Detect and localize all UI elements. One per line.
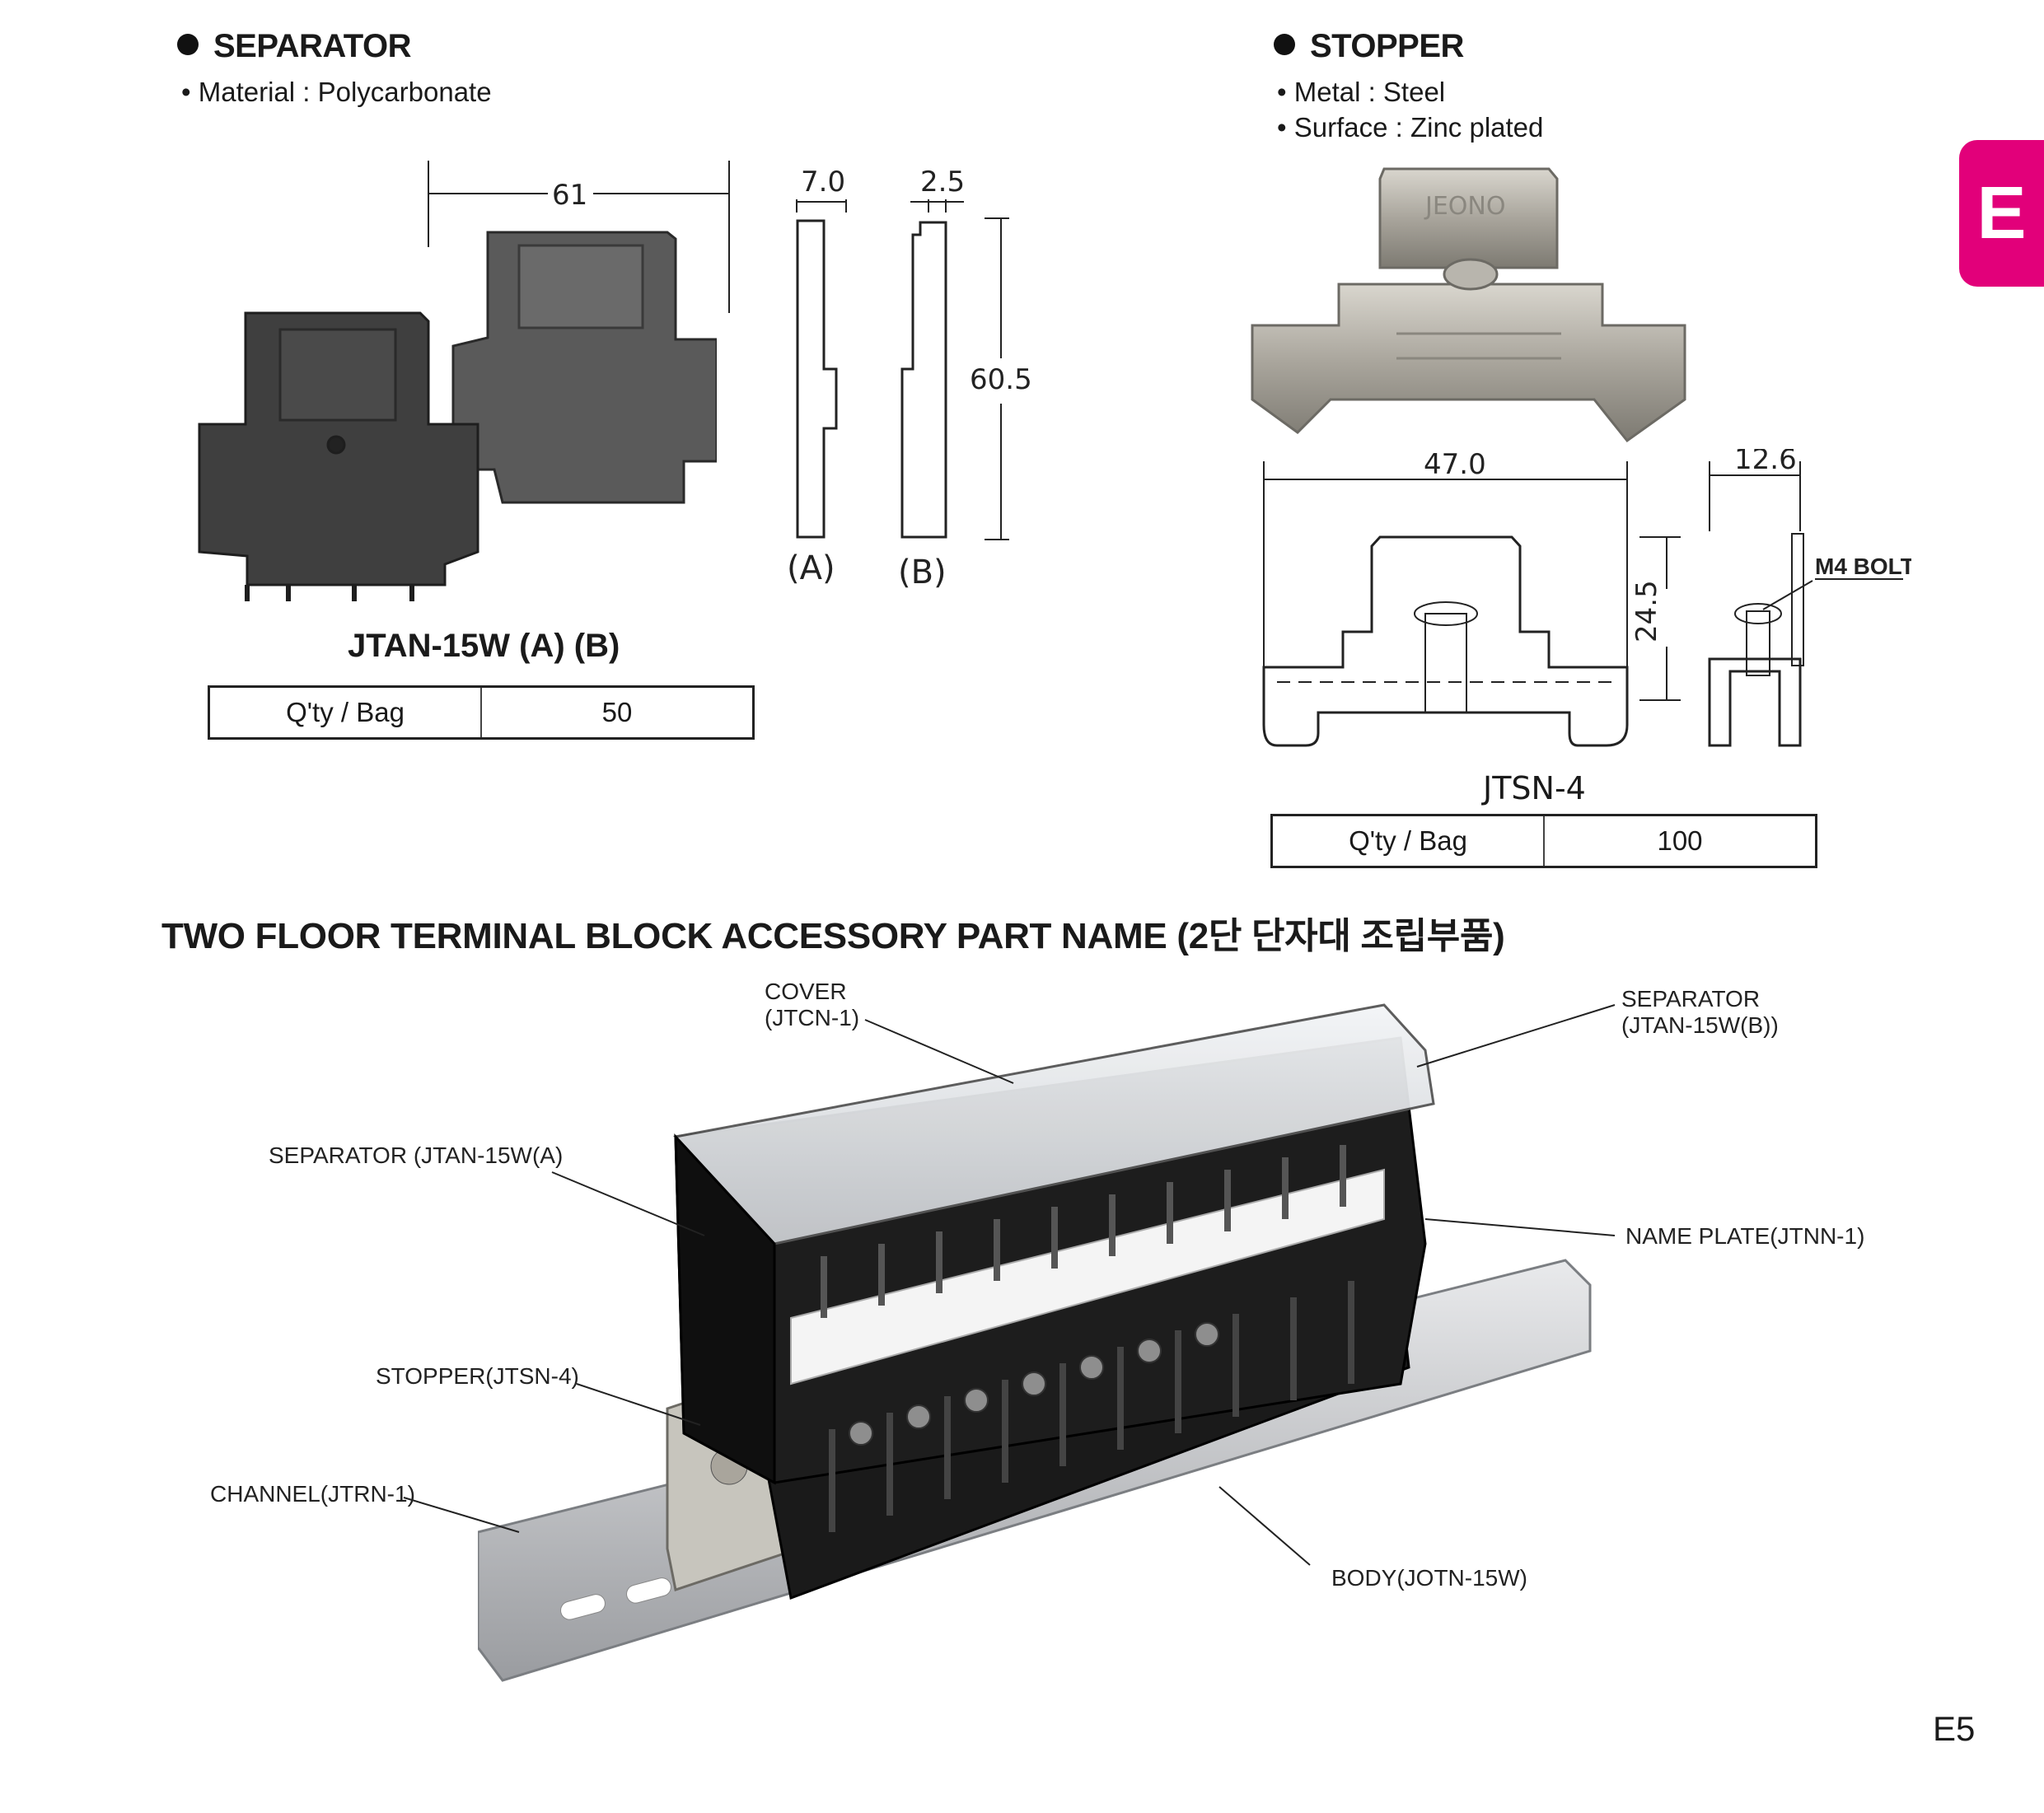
separator-b-shape [451, 231, 717, 504]
stopper-emboss: JEONO [1424, 192, 1505, 221]
assembly-title: TWO FLOOR TERMINAL BLOCK ACCESSORY PART … [161, 916, 1505, 956]
dim-7: 7.0 [801, 166, 845, 199]
section-tab: E [1959, 140, 2044, 287]
dim-12-6: 12.6 [1734, 449, 1797, 476]
dim-47: 47.0 [1424, 449, 1486, 481]
bolt-label: M4 BOLT [1815, 554, 1911, 579]
label-name-plate: NAME PLATE(JTNN-1) [1625, 1223, 1865, 1249]
separator-dimension-drawing: 61 7.0 2.5 60.5 (A) (B) [428, 161, 1032, 591]
label-stopper: STOPPER(JTSN-4) [376, 1363, 579, 1389]
dim-24-5: 24.5 [1630, 580, 1663, 642]
label-b: (B) [898, 554, 947, 591]
label-a: (A) [787, 549, 835, 587]
bullet-icon [177, 34, 199, 56]
stopper-heading-text: STOPPER [1310, 28, 1464, 64]
label-body: BODY(JOTN-15W) [1331, 1565, 1527, 1591]
dim-61: 61 [552, 179, 587, 212]
stopper-metal: • Metal : Steel [1277, 77, 1446, 107]
terminal-block-photo [478, 1003, 1592, 1682]
bullet-icon [1274, 34, 1295, 56]
section-tab-letter: E [1976, 171, 2027, 255]
stopper-surface: • Surface : Zinc plated [1277, 112, 1544, 143]
separator-a-shape [198, 311, 479, 601]
label-channel: CHANNEL(JTRN-1) [210, 1481, 415, 1507]
dim-2-5: 2.5 [920, 166, 965, 199]
qty-label: Q'ty / Bag [1273, 816, 1545, 866]
stopper-photo: JEONO [1251, 167, 1686, 443]
separator-photo [198, 231, 717, 601]
label-cover: COVER (JTCN-1) [765, 979, 860, 1030]
page-number: E5 [1933, 1709, 1976, 1748]
separator-a-part [674, 1133, 776, 1485]
stopper-dimension-drawing: 47.0 12.6 24.5 M4 BOLT [1262, 449, 1911, 747]
separator-heading: SEPARATOR [177, 28, 411, 65]
separator-heading-text: SEPARATOR [213, 28, 411, 64]
stopper-qty-table: Q'ty / Bag 100 [1270, 814, 1817, 868]
separator-qty-table: Q'ty / Bag 50 [208, 685, 755, 740]
dim-60-5: 60.5 [970, 363, 1032, 396]
separator-material: • Material : Polycarbonate [181, 77, 492, 107]
qty-label: Q'ty / Bag [210, 688, 482, 737]
qty-value: 100 [1657, 825, 1703, 856]
stopper-heading: STOPPER [1274, 28, 1464, 65]
name-plate [790, 1168, 1385, 1385]
label-separator-a: SEPARATOR (JTAN-15W(A) [269, 1142, 564, 1168]
stopper-model: JTSN-4 [1483, 770, 1586, 806]
qty-value: 50 [601, 697, 633, 727]
separator-model: JTAN-15W (A) (B) [348, 628, 620, 664]
label-separator-b: SEPARATOR (JTAN-15W(B)) [1621, 986, 1779, 1038]
